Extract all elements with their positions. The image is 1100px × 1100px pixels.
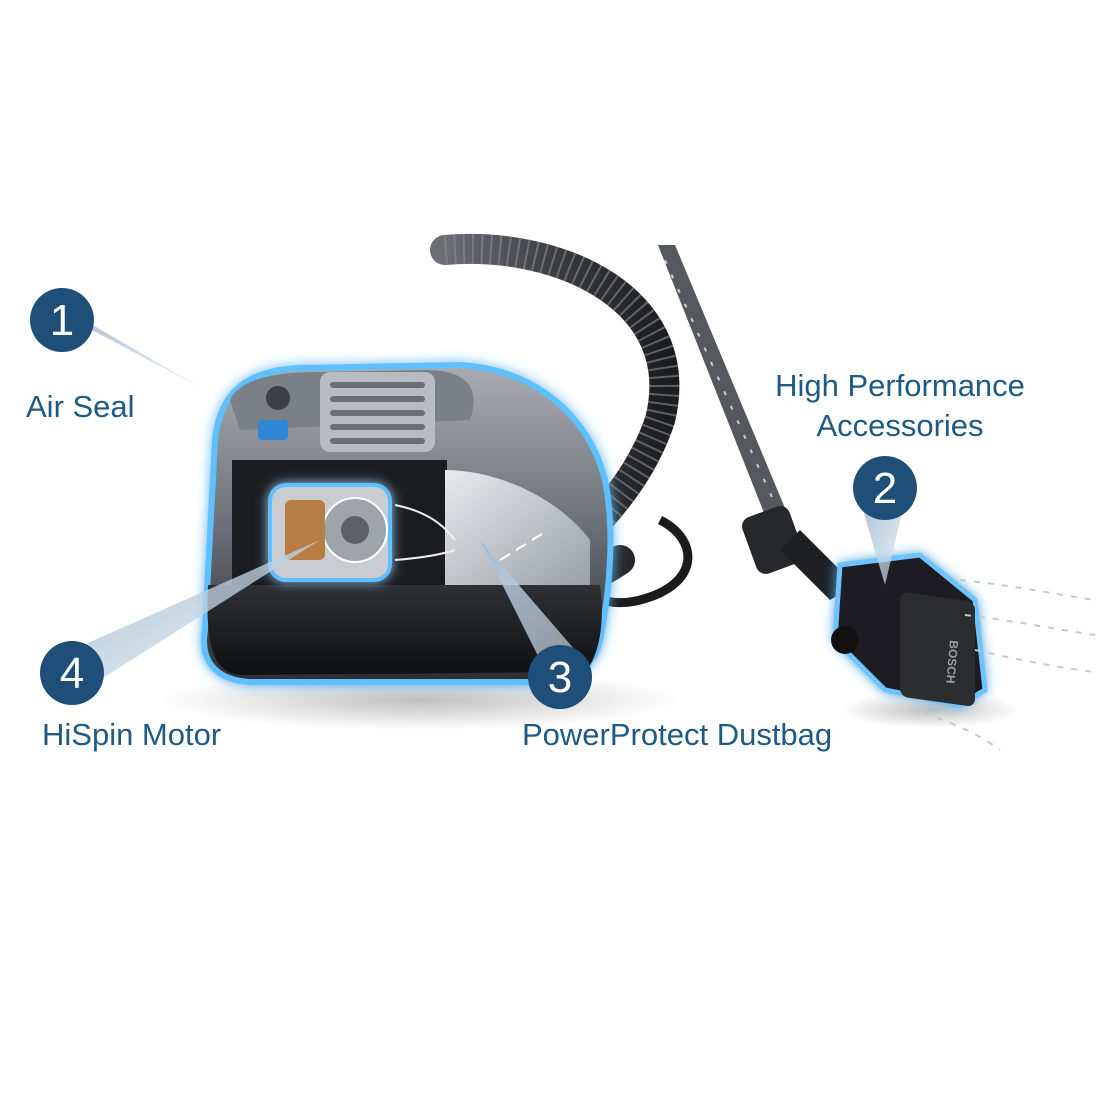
callout-label-air-seal: Air Seal — [26, 389, 135, 424]
callout-pointer-4 — [72, 540, 320, 680]
callout-label-dustbag: PowerProtect Dustbag — [522, 717, 833, 752]
callout-label-motor: HiSpin Motor — [42, 717, 222, 752]
nozzle-wheel — [831, 626, 859, 654]
callout-label-accessories-line1: High Performance — [775, 368, 1025, 403]
callout-label-accessories-line2: Accessories — [816, 408, 984, 443]
dustbag — [445, 470, 590, 585]
callout-label-accessories: High Performance Accessories — [760, 366, 1040, 446]
callout-badge-4: 4 — [40, 641, 104, 705]
callout-number-2: 2 — [873, 464, 897, 513]
motor — [268, 483, 392, 582]
nozzle-brand: BOSCH — [943, 640, 961, 684]
callout-pointer-1 — [70, 312, 205, 390]
grille-slots — [330, 382, 425, 444]
airflow-lines — [909, 579, 1096, 751]
callout-number-4: 4 — [60, 649, 84, 698]
nozzle-neck — [780, 530, 855, 600]
callout-badge-1: 1 — [30, 288, 94, 352]
bag-airflow-arrows — [499, 533, 543, 561]
callout-badge-2: 2 — [853, 456, 917, 520]
callout-number-1: 1 — [50, 296, 74, 345]
callout-pointer-3 — [480, 540, 575, 660]
nozzle-shadow — [840, 692, 1020, 728]
vacuum-base — [207, 585, 602, 675]
callout-pointer-2 — [860, 500, 905, 585]
motor-airflow — [394, 504, 456, 561]
telescopic-tube — [658, 245, 790, 528]
callout-badge-3: 3 — [528, 645, 592, 709]
control-button — [258, 420, 288, 440]
nozzle-face — [900, 592, 975, 706]
callout-number-3: 3 — [548, 653, 572, 702]
power-knob — [266, 386, 290, 410]
